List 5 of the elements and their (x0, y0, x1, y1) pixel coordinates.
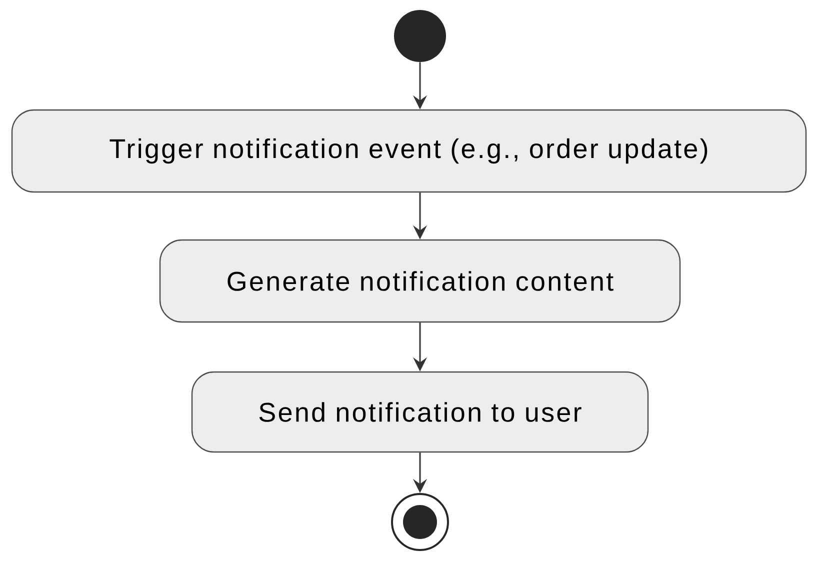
activity-box: Generate notification content (159, 239, 681, 323)
end-node (391, 493, 449, 551)
activity-box: Send notification to user (191, 371, 649, 453)
start-node (394, 10, 446, 62)
activity-box: Trigger notification event (e.g., order update) (11, 109, 807, 193)
